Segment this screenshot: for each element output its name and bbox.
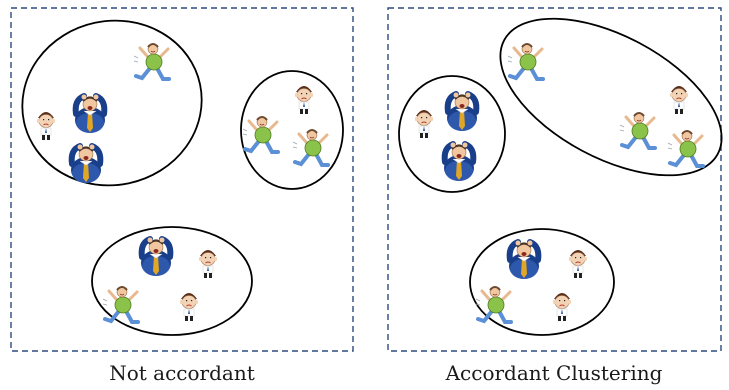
caption-not-accordant: Not accordant bbox=[109, 361, 255, 385]
cluster-ellipse bbox=[21, 19, 203, 187]
happy-man-icon bbox=[132, 42, 171, 81]
panel-border-left bbox=[10, 7, 354, 352]
happy-man-icon bbox=[666, 129, 705, 168]
cluster-left-2 bbox=[240, 70, 344, 190]
stressed-businessman-icon bbox=[509, 241, 539, 280]
cluster-left-3 bbox=[91, 226, 253, 336]
happy-man-icon bbox=[101, 285, 140, 324]
cluster-right-2 bbox=[499, 17, 723, 177]
cluster-ellipse bbox=[499, 17, 723, 177]
happy-man-icon bbox=[618, 111, 657, 150]
cluster-ellipse bbox=[91, 226, 253, 336]
happy-man-icon bbox=[506, 42, 545, 81]
panel-accordant-clustering bbox=[387, 7, 723, 352]
sad-man-icon bbox=[552, 292, 572, 322]
happy-man-icon bbox=[241, 115, 280, 154]
cluster-left-1 bbox=[21, 19, 203, 187]
sad-man-icon bbox=[294, 85, 314, 115]
happy-man-icon bbox=[291, 128, 330, 167]
sad-man-icon bbox=[36, 111, 56, 141]
sad-man-icon bbox=[179, 292, 199, 322]
caption-accordant-clustering: Accordant Clustering bbox=[445, 361, 663, 385]
stressed-businessman-icon bbox=[71, 145, 101, 184]
sad-man-icon bbox=[669, 85, 689, 115]
sad-man-icon bbox=[568, 249, 588, 279]
stressed-businessman-icon bbox=[75, 95, 105, 134]
stressed-businessman-icon bbox=[447, 93, 477, 132]
happy-man-icon bbox=[474, 285, 513, 324]
cluster-right-1 bbox=[398, 75, 506, 193]
cluster-ellipse bbox=[469, 228, 615, 336]
sad-man-icon bbox=[198, 249, 218, 279]
stressed-businessman-icon bbox=[141, 238, 171, 277]
cluster-ellipse bbox=[240, 70, 344, 190]
panel-border-right bbox=[387, 7, 722, 352]
panel-not-accordant bbox=[10, 7, 354, 352]
sad-man-icon bbox=[414, 109, 434, 139]
cluster-ellipse bbox=[398, 75, 506, 193]
stressed-businessman-icon bbox=[444, 143, 474, 182]
cluster-right-3 bbox=[469, 228, 615, 336]
